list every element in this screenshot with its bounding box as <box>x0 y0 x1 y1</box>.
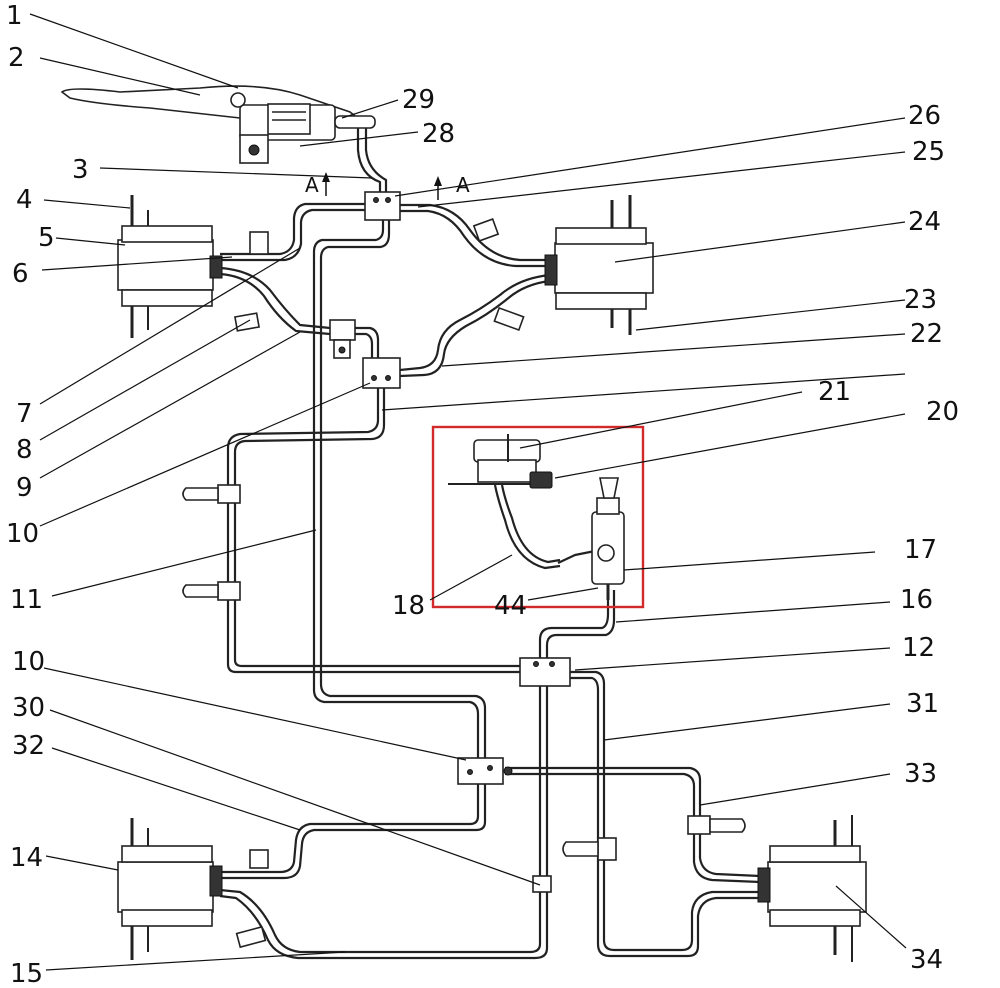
label-9: 9 <box>16 473 33 503</box>
label-20: 20 <box>926 397 959 427</box>
highlight-box <box>431 425 645 609</box>
label-3: 3 <box>72 155 89 185</box>
label-14: 14 <box>10 843 43 873</box>
junction-block-10-lower <box>457 757 513 785</box>
label-28: 28 <box>422 119 455 149</box>
label-8: 8 <box>16 435 33 465</box>
label-44: 44 <box>494 591 527 621</box>
label-22: 22 <box>910 319 943 349</box>
leader-lines <box>29 13 907 971</box>
label-18: 18 <box>392 591 425 621</box>
caliper-rear-right <box>757 815 867 962</box>
label-1: 1 <box>6 1 23 31</box>
junction-block-12 <box>519 657 571 687</box>
brake-line-network <box>219 128 761 960</box>
brake-lever-assembly <box>60 85 376 164</box>
label-12: 12 <box>902 633 935 663</box>
label-11: 11 <box>10 585 43 615</box>
label-30: 30 <box>12 693 45 723</box>
label-2: 2 <box>8 43 25 73</box>
label-33: 33 <box>904 759 937 789</box>
label-17: 17 <box>904 535 937 565</box>
label-16: 16 <box>900 585 933 615</box>
label-10-upper: 10 <box>6 519 39 549</box>
junction-block-26 <box>364 191 401 221</box>
caliper-front-left <box>117 195 223 338</box>
label-26: 26 <box>908 101 941 131</box>
label-23: 23 <box>904 285 937 315</box>
master-cylinder-inset <box>431 425 645 609</box>
label-34: 34 <box>910 945 943 975</box>
label-10-lower: 10 <box>12 647 45 677</box>
pipe-clamps <box>182 218 746 949</box>
tee-connector-8 <box>329 319 356 359</box>
label-6: 6 <box>12 259 29 289</box>
label-21: 21 <box>818 377 851 407</box>
section-mark-left: A <box>305 173 319 197</box>
label-29: 29 <box>402 85 435 115</box>
part-labels: 1 2 3 4 5 6 7 8 9 10 11 10 30 32 14 15 2… <box>6 1 959 988</box>
label-25: 25 <box>912 137 945 167</box>
label-24: 24 <box>908 207 941 237</box>
caliper-front-right <box>544 195 654 335</box>
caliper-rear-left <box>117 818 223 960</box>
label-15: 15 <box>10 959 43 988</box>
label-32: 32 <box>12 731 45 761</box>
label-7: 7 <box>16 399 33 429</box>
label-4: 4 <box>16 185 33 215</box>
label-5: 5 <box>38 223 55 253</box>
label-31: 31 <box>906 689 939 719</box>
